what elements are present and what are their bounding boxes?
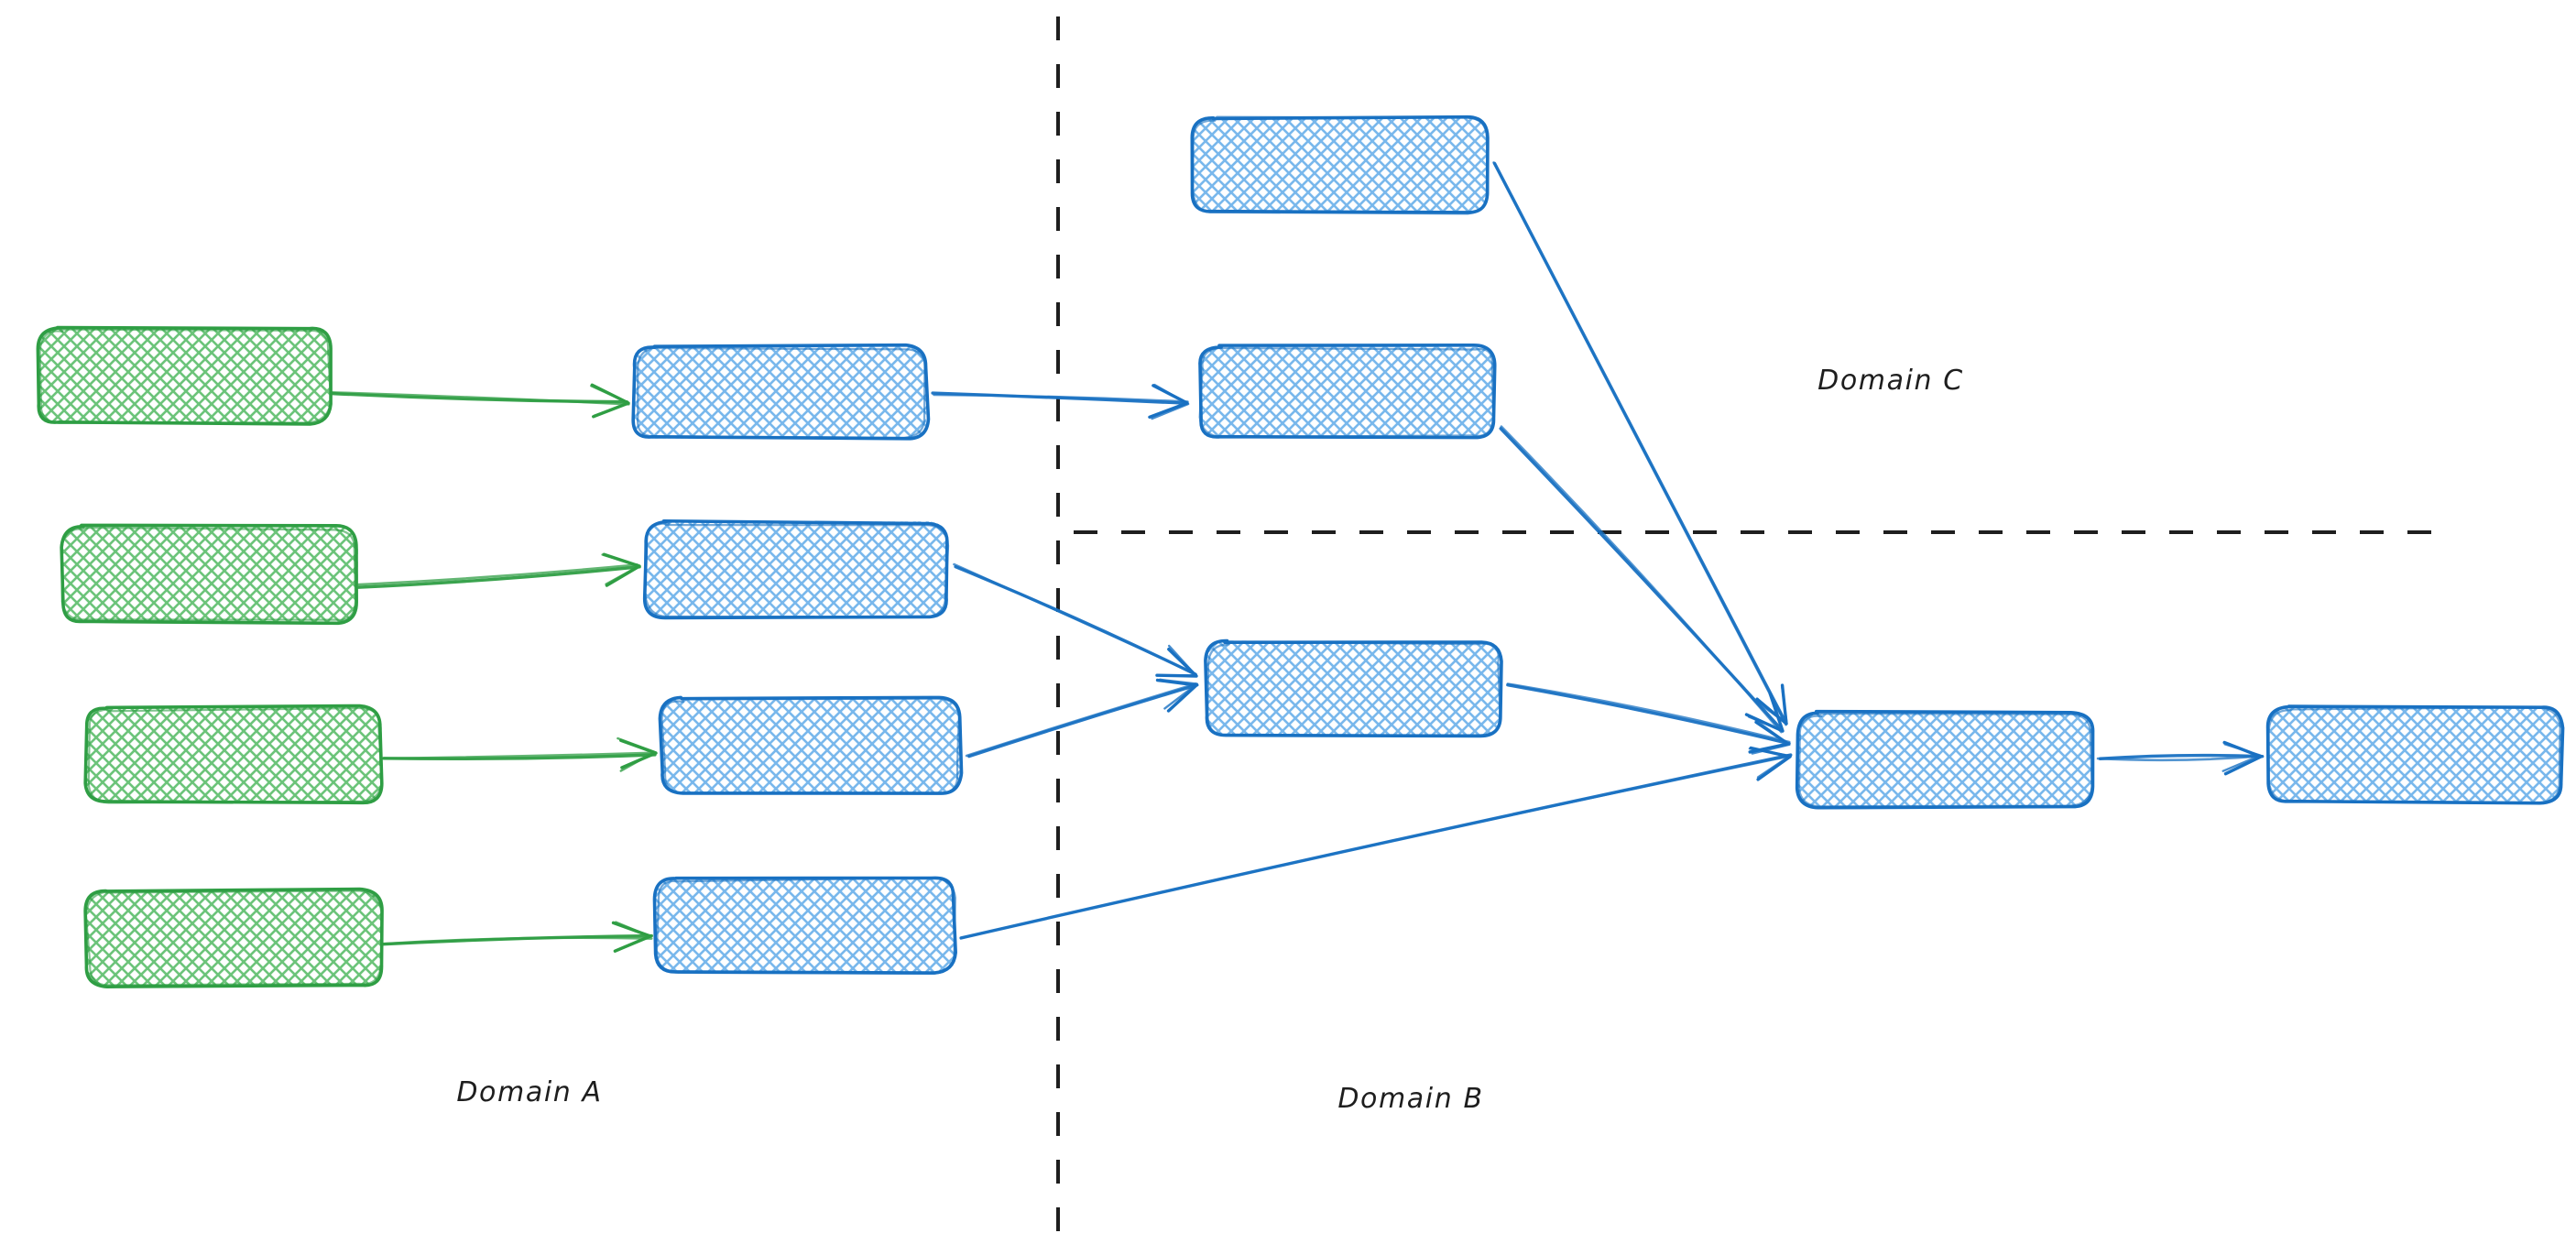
- edge-b3-c3: [965, 678, 1199, 758]
- node-b2[interactable]: [642, 518, 950, 620]
- node-b3[interactable]: [658, 695, 964, 795]
- label-domain-b: Domain B: [1337, 1083, 1483, 1115]
- node-d1[interactable]: [1795, 709, 2095, 810]
- edge-b1-c2: [931, 383, 1190, 420]
- edge-b4-d1: [959, 746, 1793, 940]
- edge-d1-e1: [2096, 740, 2265, 776]
- label-domain-c: Domain C: [1817, 365, 1964, 397]
- edge-a1-b1: [330, 383, 630, 419]
- edge-a3-b3: [380, 737, 658, 772]
- node-c2[interactable]: [1198, 344, 1497, 440]
- node-a2[interactable]: [60, 523, 358, 626]
- edge-c2-d1: [1499, 425, 1785, 734]
- domain-dividers: [1056, 16, 2453, 1239]
- edges-layer: [330, 161, 2265, 953]
- edge-a2-b2: [355, 552, 641, 589]
- edge-b2-c3: [953, 562, 1198, 678]
- label-domain-a: Domain A: [456, 1076, 602, 1108]
- node-b1[interactable]: [631, 343, 931, 441]
- edge-a4-b4: [379, 921, 653, 953]
- node-a4[interactable]: [83, 887, 384, 988]
- nodes-layer: [36, 115, 2565, 988]
- node-a1[interactable]: [36, 325, 333, 426]
- node-e1[interactable]: [2265, 704, 2565, 805]
- node-c1[interactable]: [1190, 115, 1490, 215]
- node-b4[interactable]: [652, 876, 957, 975]
- edge-c3-d1: [1506, 682, 1791, 755]
- domain-labels-layer: Domain A Domain B Domain C: [456, 365, 1964, 1115]
- node-c3[interactable]: [1204, 638, 1503, 738]
- node-a3[interactable]: [83, 704, 384, 805]
- edge-c1-d1: [1492, 161, 1788, 726]
